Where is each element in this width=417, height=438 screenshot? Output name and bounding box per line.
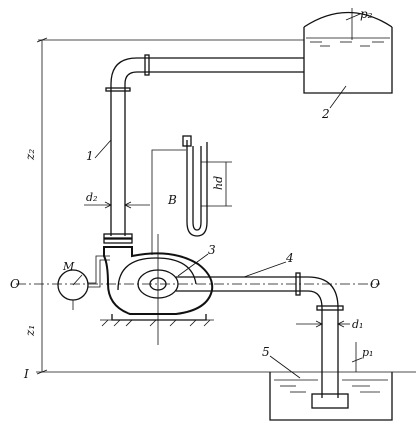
gauge-m-label: M <box>62 260 75 273</box>
diameter-d1-label: d₁ <box>352 318 363 331</box>
suction-pipe <box>176 261 349 409</box>
lower-reservoir <box>269 342 393 421</box>
labels: p₂ 2 1 z₂ d₂ B hd 3 4 M O O z₁ d₁ p₁ 5 I <box>10 7 380 381</box>
discharge-pipe <box>94 54 304 244</box>
discharge-diameter-dimension <box>84 201 150 209</box>
dimension-lines <box>36 37 416 375</box>
differential-manometer <box>151 135 232 255</box>
pressure-gauge <box>57 255 110 310</box>
height-z1-label: z₁ <box>23 325 37 337</box>
pressure-p2-label: p₂ <box>360 7 373 21</box>
pump-casing <box>100 234 214 345</box>
pressure-p1-label: p₁ <box>362 346 373 359</box>
pump-3-label: 3 <box>208 243 216 257</box>
tank-2-label: 2 <box>321 107 330 121</box>
reservoir-5-label: 5 <box>262 345 270 359</box>
pipe-1-label: 1 <box>86 149 94 163</box>
datum-level-label: I <box>23 367 29 381</box>
manometer-b-label: B <box>167 193 177 207</box>
pipe-4-label: 4 <box>285 251 294 265</box>
height-z2-label: z₂ <box>23 149 37 161</box>
suction-diameter-dimension <box>296 320 350 328</box>
upper-tank <box>303 8 393 109</box>
axis-o-right-label: O <box>370 277 380 291</box>
diameter-d2-label: d₂ <box>86 191 97 204</box>
axis-o-left-label: O <box>10 277 20 291</box>
head-hd-label: hd <box>212 176 225 190</box>
